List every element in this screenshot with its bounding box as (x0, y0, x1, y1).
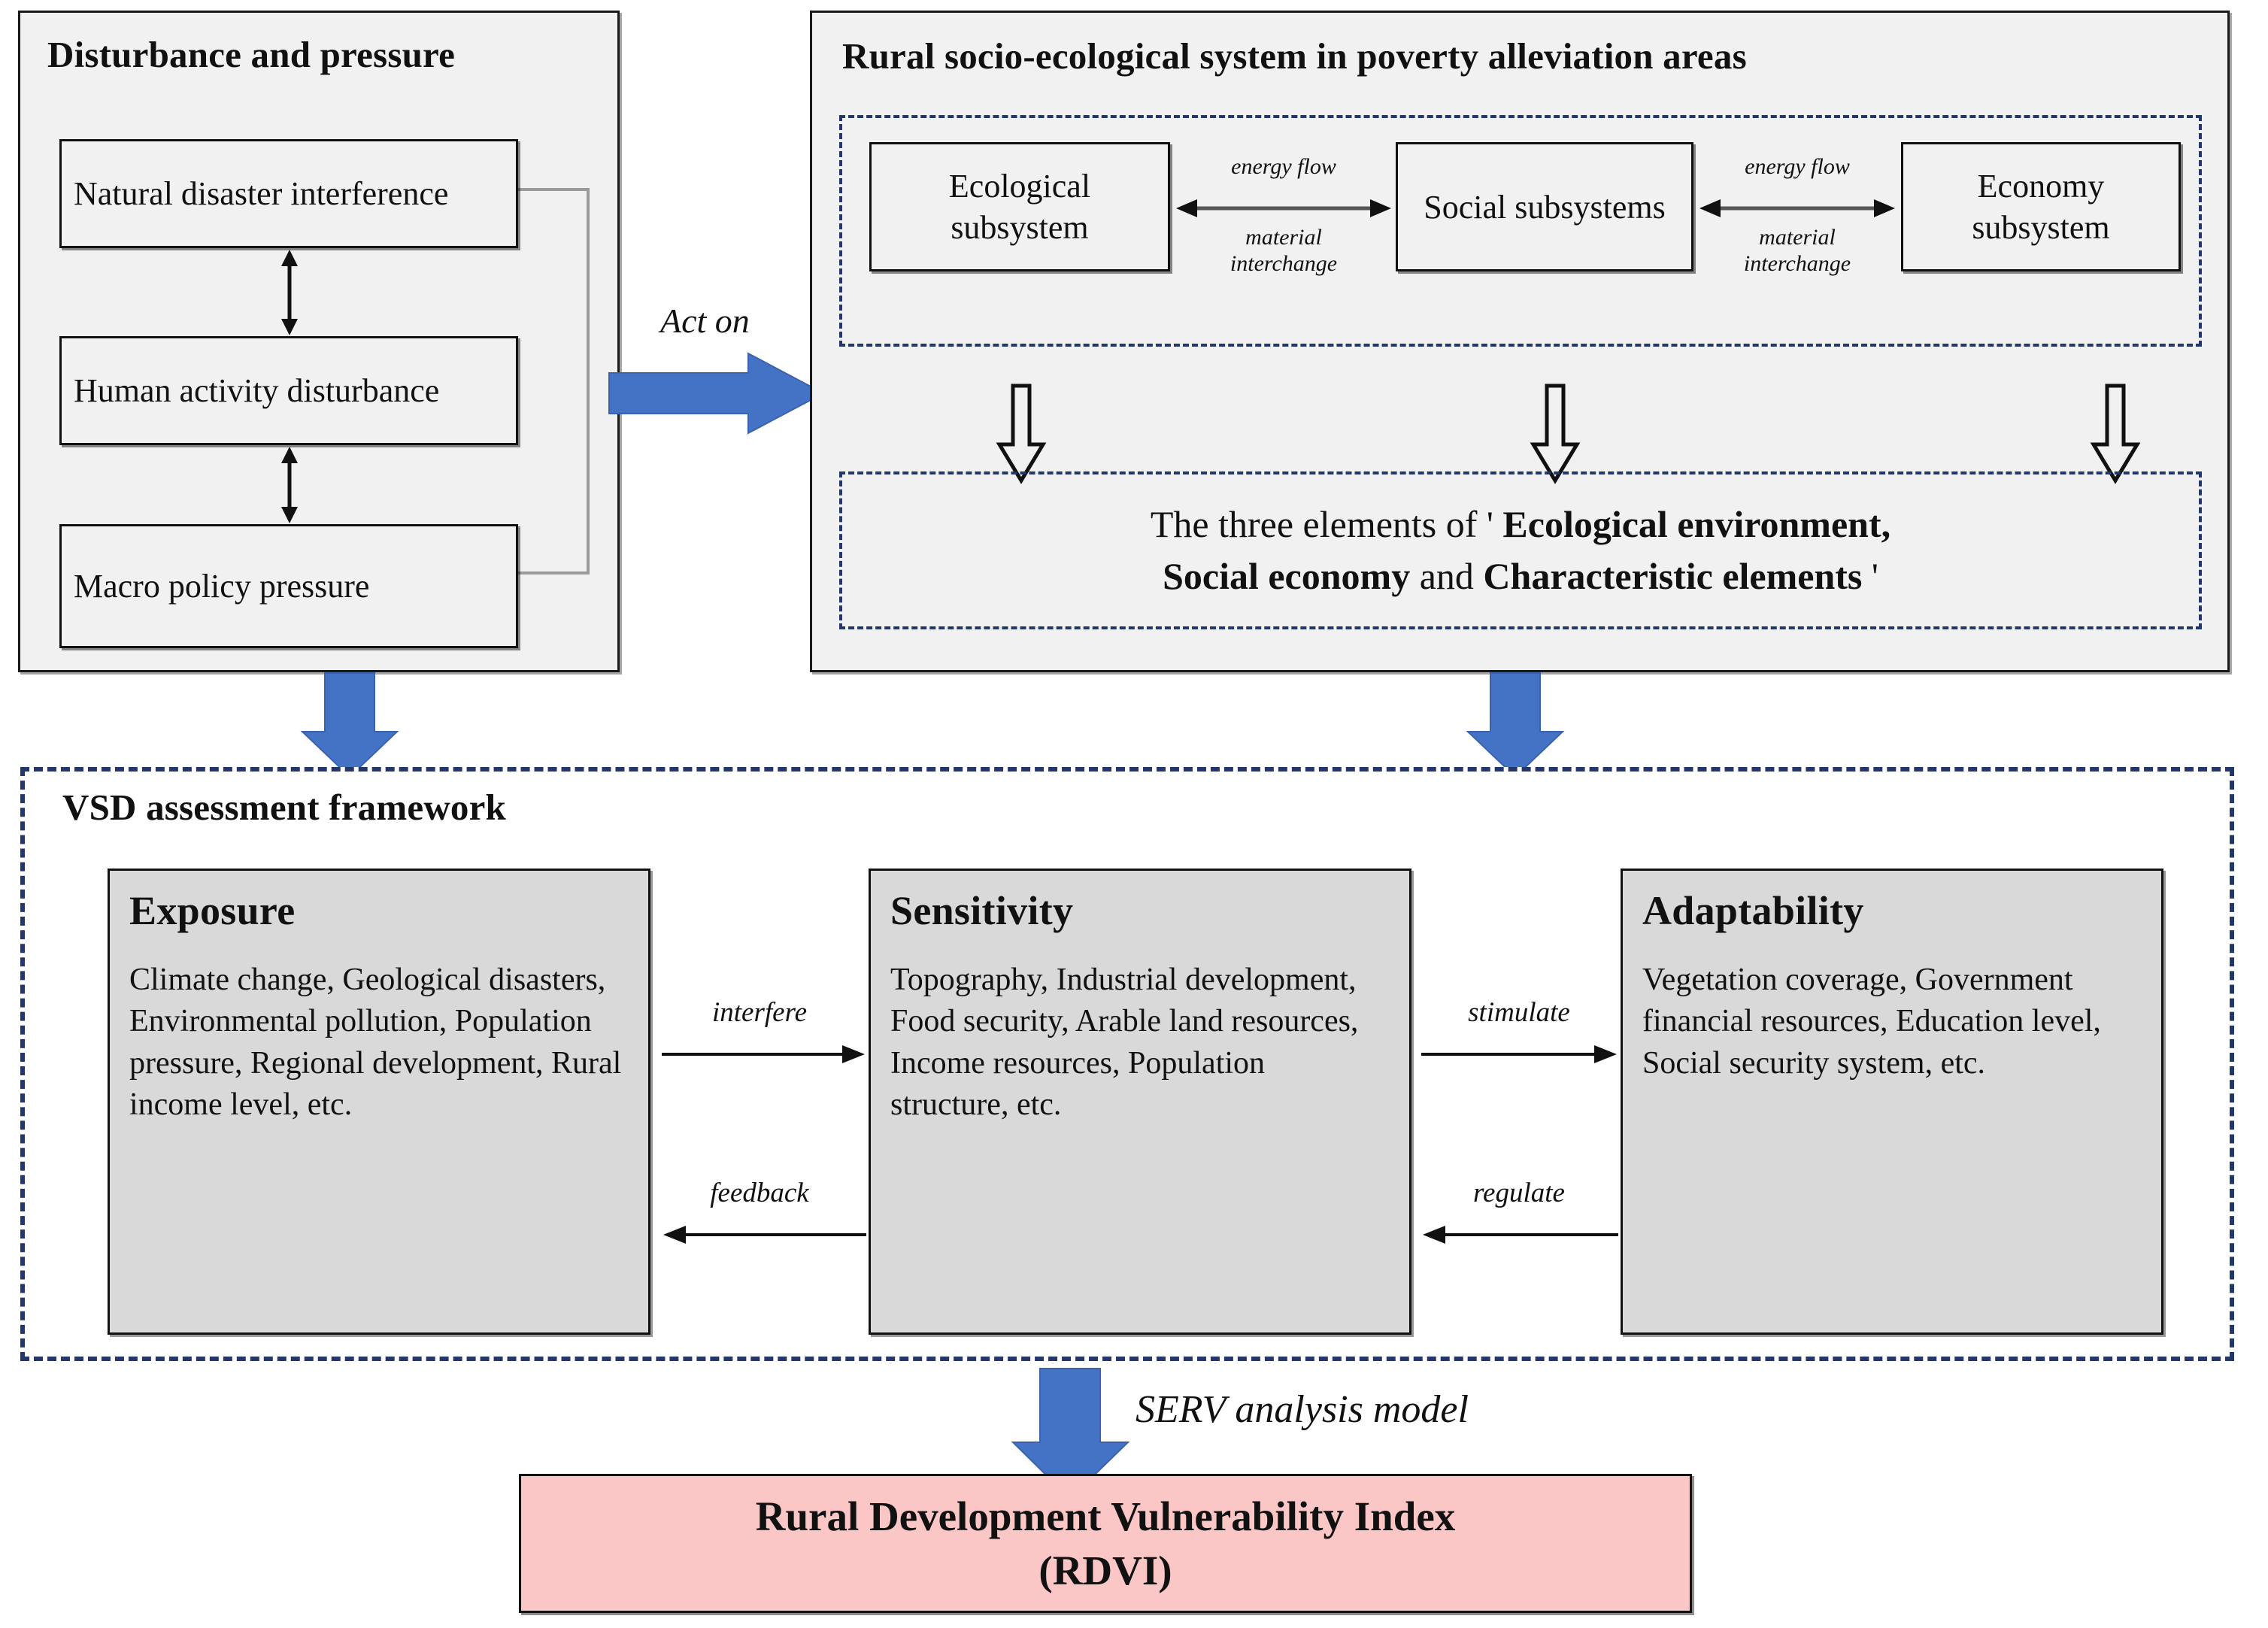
sensitivity-heading: Sensitivity (890, 888, 1074, 933)
regulate-label: regulate (1473, 1178, 1565, 1208)
exposure-heading: Exposure (129, 888, 296, 933)
energy-flow-label-1: energy flow (1231, 154, 1336, 179)
human-activity-box: Human activity disturbance (59, 336, 518, 445)
macro-policy-label: Macro policy pressure (74, 568, 370, 605)
rdvi-line-1: Rural Development Vulnerability Index (755, 1493, 1456, 1539)
rural-system-panel-title: Rural socio-ecological system in poverty… (842, 35, 1747, 77)
hollow-down-arrow-icon-2 (1530, 384, 1581, 484)
macro-policy-box: Macro policy pressure (59, 524, 518, 648)
interfere-arrow-icon (662, 1045, 865, 1063)
flow-double-arrow-icon-2 (1699, 199, 1895, 217)
flow-double-arrow-icon-1 (1176, 199, 1391, 217)
adaptability-box: Adaptability Vegetation coverage, Govern… (1621, 869, 2163, 1335)
adaptability-body: Vegetation coverage, Government financia… (1642, 963, 2101, 1081)
double-arrow-icon-upper (281, 250, 298, 335)
vsd-framework-title: VSD assessment framework (62, 787, 507, 828)
act-on-arrow-icon (608, 352, 826, 435)
material-interchange-label-1: material interchange (1176, 225, 1391, 277)
blue-down-arrow-icon-left (300, 672, 399, 778)
serv-analysis-label: SERV analysis model (1136, 1388, 1469, 1431)
act-on-label: Act on (660, 302, 750, 340)
feedback-arrow-icon (663, 1226, 866, 1244)
rdvi-line-2: (RDVI) (1038, 1547, 1172, 1593)
material-line1-b: material (1759, 225, 1836, 250)
ecological-subsystem-box: Ecological subsystem (869, 142, 1170, 271)
disturbance-panel: Disturbance and pressure Natural disaste… (18, 11, 620, 672)
hollow-down-arrow-icon-1 (996, 384, 1047, 484)
natural-disaster-box: Natural disaster interference (59, 139, 518, 248)
economy-subsystem-box: Economy subsystem (1901, 142, 2181, 271)
feedback-label: feedback (710, 1178, 809, 1208)
three-elements-mid: and (1410, 555, 1484, 597)
material-line2-a: interchange (1230, 250, 1338, 276)
three-elements-bold1: Ecological environment, (1502, 503, 1891, 545)
rural-system-panel: Rural socio-ecological system in poverty… (810, 11, 2230, 672)
material-line2-b: interchange (1743, 250, 1851, 276)
hollow-down-arrow-icon-3 (2090, 384, 2141, 484)
social-subsystem-label: Social subsystems (1424, 188, 1666, 226)
stimulate-label: stimulate (1468, 997, 1570, 1028)
ecological-subsystem-label: Ecological subsystem (948, 168, 1091, 246)
sensitivity-body: Topography, Industrial development, Food… (890, 963, 1359, 1123)
double-arrow-icon-lower (281, 447, 298, 523)
material-interchange-label-2: material interchange (1699, 225, 1895, 277)
interfere-label: interfere (711, 997, 808, 1028)
regulate-arrow-icon (1423, 1226, 1618, 1244)
three-elements-dashed-container: The three elements of ' Ecological envir… (839, 471, 2202, 629)
natural-disaster-label: Natural disaster interference (74, 175, 449, 212)
exposure-body: Climate change, Geological disasters, En… (129, 963, 622, 1123)
three-elements-bold2: Social economy (1163, 555, 1411, 597)
serv-blue-down-arrow-icon (1011, 1368, 1130, 1500)
sensitivity-box: Sensitivity Topography, Industrial devel… (869, 869, 1411, 1335)
exposure-box: Exposure Climate change, Geological disa… (108, 869, 650, 1335)
three-elements-suffix: ' (1862, 555, 1878, 597)
disturbance-panel-title: Disturbance and pressure (47, 34, 456, 75)
energy-flow-label-2: energy flow (1745, 154, 1850, 179)
blue-down-arrow-icon-right (1466, 672, 1565, 778)
material-line1-a: material (1245, 225, 1322, 250)
stimulate-arrow-icon (1421, 1045, 1617, 1063)
three-elements-prefix: The three elements of ' (1150, 503, 1503, 545)
three-elements-text: The three elements of ' Ecological envir… (1120, 499, 1921, 602)
three-elements-bold3: Characteristic elements (1483, 555, 1863, 597)
economy-subsystem-label: Economy subsystem (1972, 168, 2110, 246)
social-subsystem-box: Social subsystems (1396, 142, 1693, 271)
subsystems-dashed-container (839, 115, 2202, 347)
adaptability-heading: Adaptability (1642, 888, 1864, 933)
human-activity-label: Human activity disturbance (74, 372, 440, 409)
rdvi-box: Rural Development Vulnerability Index (R… (519, 1474, 1692, 1613)
